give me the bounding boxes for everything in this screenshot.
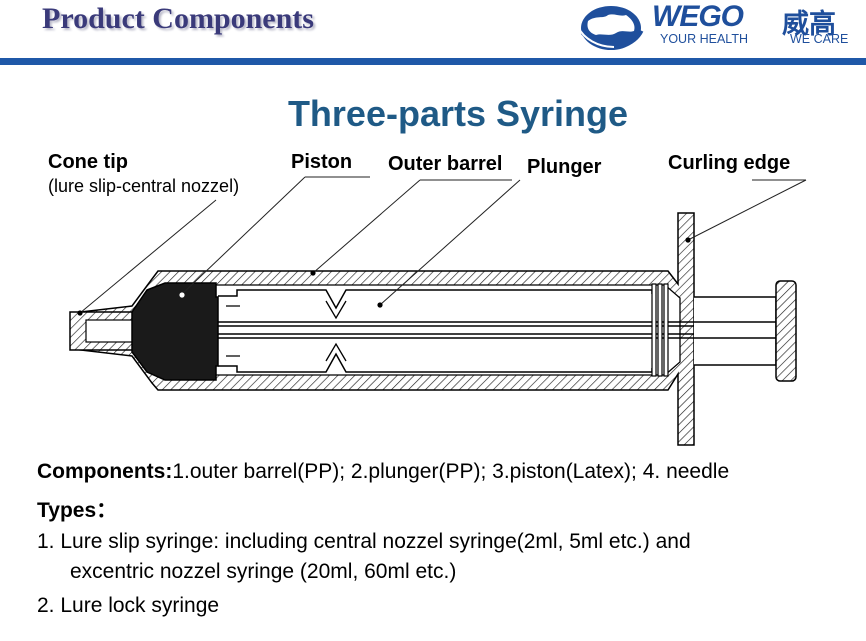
piston-shape [131,282,219,381]
header-divider-bar [0,58,866,65]
types-label: Types： [37,499,118,522]
brand-tagline-left: YOUR HEALTH [660,32,748,46]
components-label: Components: [37,460,173,483]
leader-curling-edge [687,179,807,241]
brand-name-cn: 威高 [782,9,836,40]
brand-tagline-right: WE CARE [790,32,849,46]
page-header-title: Product Components [42,2,314,35]
leader-piston [179,176,306,297]
type1-line2: excentric nozzel syringe (20ml, 60ml etc… [70,560,457,583]
label-plunger: Plunger [527,156,602,178]
diagram-title: Three-parts Syringe [287,93,629,134]
leader-cone-tip [79,199,217,314]
leader-plunger [379,179,521,306]
label-piston: Piston [291,151,353,173]
globe-logo-icon [577,6,644,50]
label-curling-edge: Curling edge [668,152,791,174]
components-value: 1.outer barrel(PP); 2.plunger(PP); 3.pis… [172,460,730,483]
plunger-thumb-press [775,280,797,382]
plunger-top-wall [218,289,653,310]
type2-line: 2. Lure lock syringe [37,594,220,617]
label-outer-barrel: Outer barrel [388,153,503,175]
components-line: Components:1.outer barrel(PP); 2.plunger… [37,460,729,484]
type1-line1: 1. Lure slip syringe: including central … [37,530,691,553]
plunger-bottom-wall [218,352,653,373]
plunger-rod [694,296,777,366]
brand-name: WEGO [652,0,744,33]
label-cone-tip: Cone tip [48,151,128,173]
leader-outer-barrel [312,179,421,274]
label-cone-tip-sub: (lure slip-central nozzel) [48,176,240,196]
